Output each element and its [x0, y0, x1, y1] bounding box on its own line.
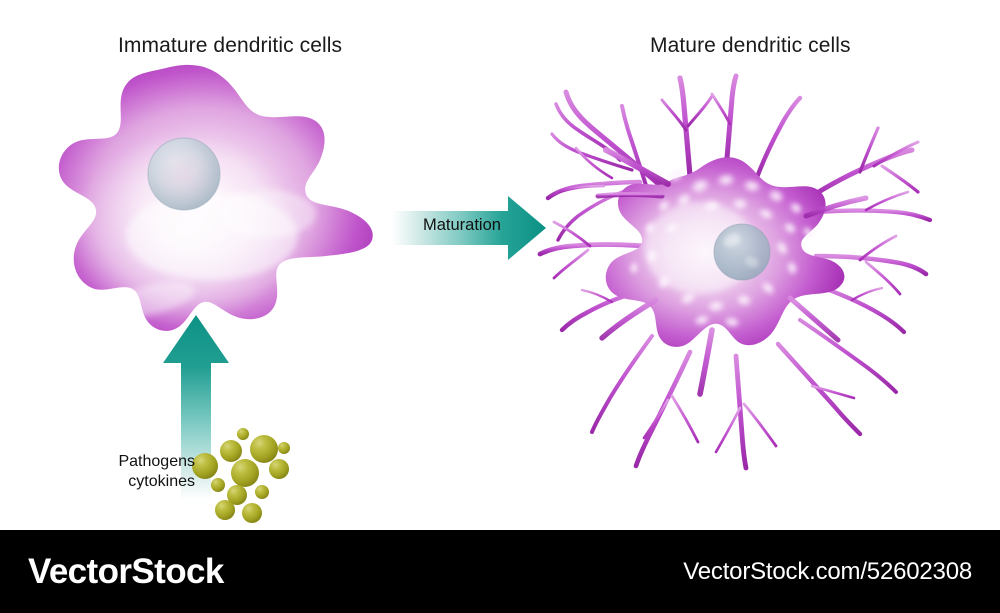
stimulus-arrow [163, 315, 229, 500]
pathogen-particle [220, 440, 242, 462]
pathogen-particle [227, 485, 247, 505]
mature-cell-nucleus [713, 223, 771, 281]
immature-dendritic-cell [58, 64, 373, 331]
pathogen-particle [242, 503, 262, 523]
dendrite-branches-front [595, 147, 869, 397]
pathogen-particle [255, 485, 269, 499]
pathogens-cytokines-label: Pathogens cytokines [110, 452, 195, 493]
panel-title-mature: Mature dendritic cells [650, 34, 851, 57]
pathogen-particle [231, 459, 259, 487]
pathogen-particle [278, 442, 290, 454]
pathogen-particle [269, 459, 289, 479]
pathogen-particles [192, 428, 290, 523]
immature-edge-sheen [105, 281, 195, 319]
illustration-area: Immature dendritic cells Mature dendriti… [58, 34, 933, 523]
maturation-arrow-label: Maturation [423, 216, 501, 234]
pathogen-particle [192, 453, 218, 479]
vectorstock-logo: VectorStock [28, 551, 224, 591]
panel-title-immature: Immature dendritic cells [118, 34, 343, 57]
watermark-footer: VectorStock VectorStock.com/52602308 [0, 530, 1000, 613]
mature-dendritic-cell [537, 73, 933, 471]
pathogen-particle [250, 435, 278, 463]
pathogen-particle [237, 428, 249, 440]
pathogen-particle [211, 478, 225, 492]
diagram-artwork [58, 64, 933, 523]
pathogens-label-line-1: Pathogens [118, 453, 195, 470]
pathogens-label-line-2: cytokines [128, 473, 195, 491]
maturation-arrow [392, 196, 546, 260]
vectorstock-url: VectorStock.com/52602308 [683, 557, 972, 585]
pathogen-particle [215, 500, 235, 520]
immature-cell-nucleus [147, 137, 221, 211]
immature-cytoplasm-glow-2 [220, 190, 316, 238]
dendrite-branches-back [537, 73, 933, 471]
